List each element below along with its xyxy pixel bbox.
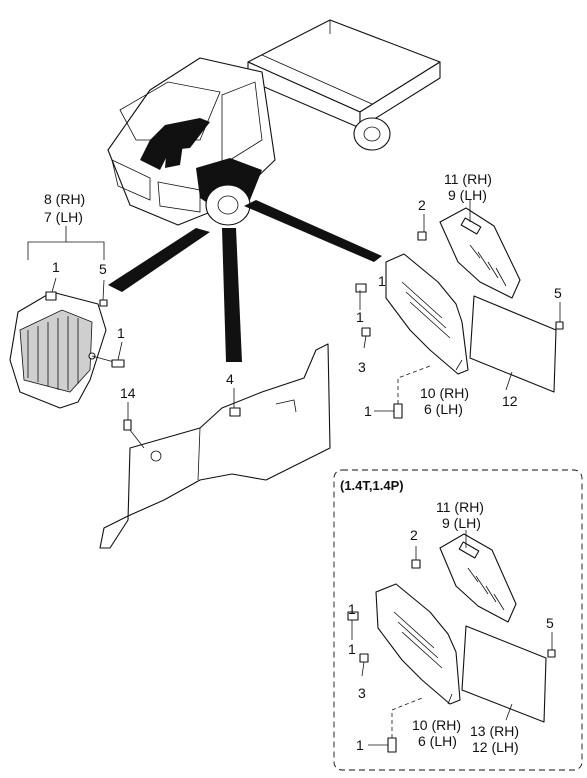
variant-callout-9-lh: 9 (LH) xyxy=(442,515,481,531)
variant-callout-2: 2 xyxy=(410,527,418,543)
leader-wedge-shield xyxy=(222,228,242,362)
callout-9-lh: 9 (LH) xyxy=(448,187,487,203)
variant-box: (1.4T,1.4P) 1 1 xyxy=(333,469,583,771)
variant-callout-3: 3 xyxy=(358,685,366,701)
variant-callout-1-top: 1 xyxy=(348,601,356,617)
callout-6-lh: 6 (LH) xyxy=(424,401,463,417)
variant-callout-13-rh: 13 (RH) xyxy=(470,723,519,739)
callout-4: 4 xyxy=(226,371,234,387)
callout-1-flap-bot: 1 xyxy=(364,403,372,419)
callout-7-lh: 7 (LH) xyxy=(44,209,83,225)
callout-14: 14 xyxy=(120,385,136,401)
callout-12: 12 xyxy=(502,393,518,409)
callout-2: 2 xyxy=(418,197,426,213)
callout-3: 3 xyxy=(358,359,366,375)
under-shield xyxy=(99,343,331,549)
callout-10-rh: 10 (RH) xyxy=(420,385,469,401)
truck-illustration xyxy=(107,19,441,226)
variant-callout-1-mid: 1 xyxy=(348,641,356,657)
variant-callout-5: 5 xyxy=(546,615,554,631)
leader-wedge-guard xyxy=(108,228,210,292)
leader-wedge-flap xyxy=(244,200,382,262)
variant-callout-11-rh: 11 (RH) xyxy=(436,499,484,515)
variant-callout-1-bot: 1 xyxy=(356,737,364,753)
callout-8-rh: 8 (RH) xyxy=(44,191,85,207)
variant-callout-6-lh: 6 (LH) xyxy=(418,733,457,749)
callout-1-flap-top: 1 xyxy=(378,273,386,289)
splash-guard-assembly xyxy=(9,291,125,409)
variant-callout-12-lh: 12 (LH) xyxy=(472,739,519,755)
callout-11-rh: 11 (RH) xyxy=(444,171,492,187)
variant-callout-10-rh: 10 (RH) xyxy=(412,717,461,733)
mudflap-assembly xyxy=(355,207,564,419)
callout-5-guard: 5 xyxy=(99,261,107,277)
callout-5-flap: 5 xyxy=(554,285,562,301)
callout-1-flap-mid: 1 xyxy=(356,309,364,325)
callout-1-guard-mid: 1 xyxy=(117,325,125,341)
variant-title: (1.4T,1.4P) xyxy=(340,478,404,493)
callout-1-guard-top: 1 xyxy=(52,259,60,275)
